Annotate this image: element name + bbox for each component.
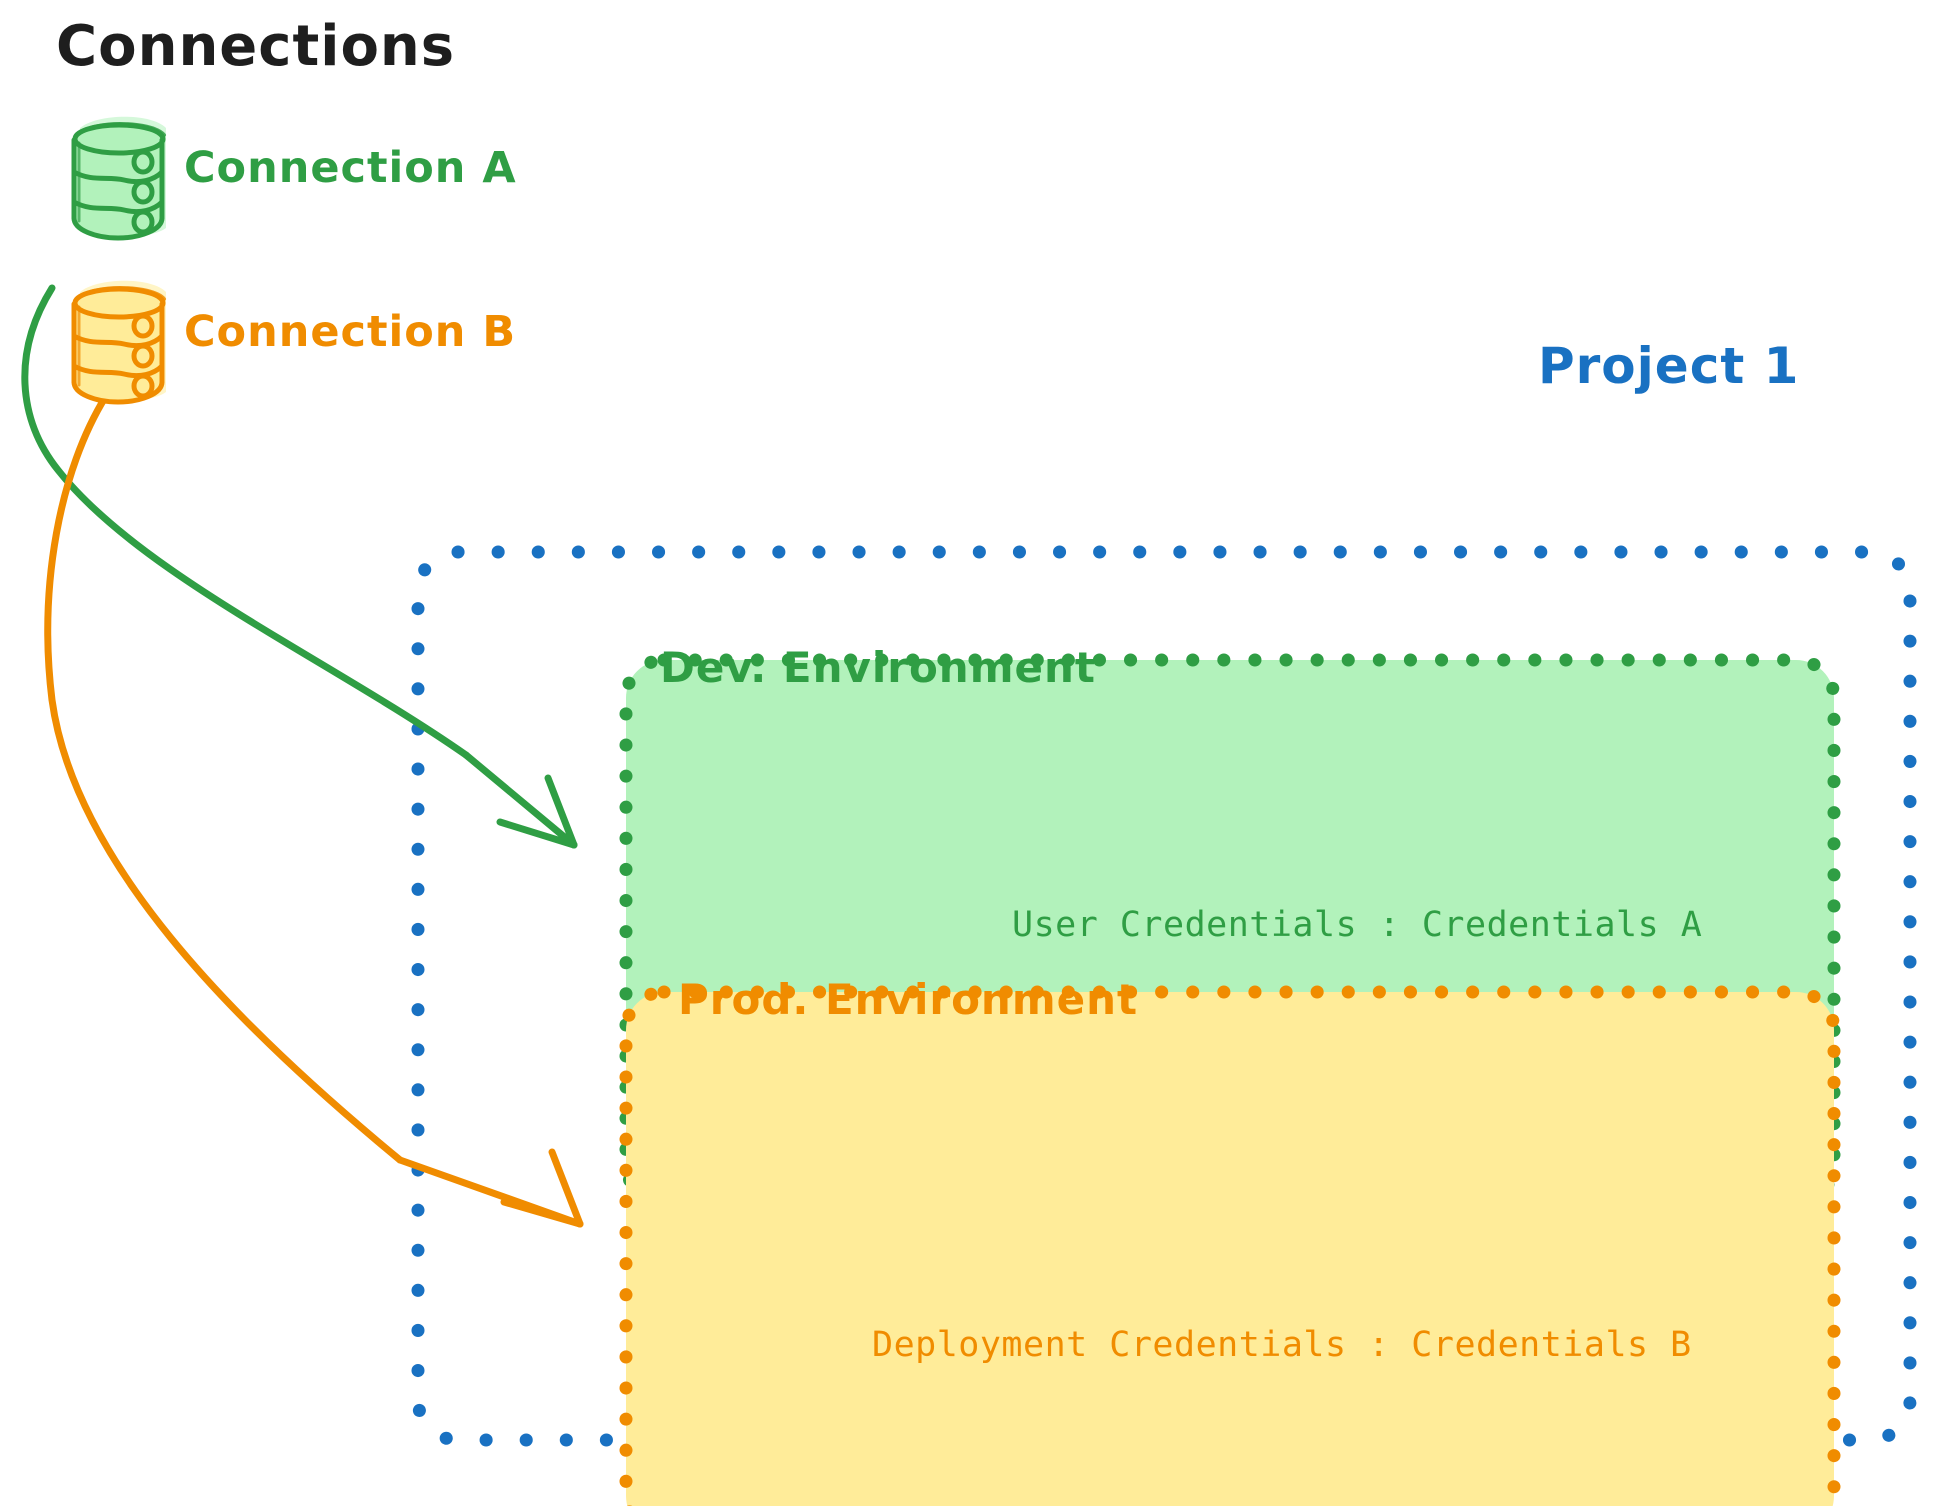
cylinder-b-bottom: [71, 379, 165, 405]
dev-environment-border: [619, 653, 1841, 1209]
cylinder-b-led-3: [131, 373, 155, 399]
prod-environment-border: [619, 985, 1841, 1506]
cylinder-a-bottom: [71, 215, 165, 241]
cylinder-a-led-2: [131, 179, 155, 205]
cylinder-a-led-1: [131, 149, 155, 175]
prod-environment-label: Prod. Environment: [678, 975, 1139, 1024]
arrow-a-head-upper: [544, 774, 578, 849]
arrow-connection-a-to-dev: [21, 284, 578, 849]
cylinder-b-band-2: [71, 363, 165, 379]
cylinder-a-band-2: [71, 199, 165, 215]
page-title: Connections: [56, 14, 456, 79]
arrow-b-curve: [44, 392, 404, 1164]
arrow-connection-b-to-prod: [44, 392, 584, 1228]
cylinder-b-top-fill: [74, 290, 162, 318]
cylinder-b-band-1: [71, 333, 165, 349]
cylinder-b-top-rim-sketch: [76, 286, 166, 301]
connection-a-label[interactable]: Connection A: [184, 143, 517, 193]
cylinder-b-led-1: [131, 313, 155, 339]
cylinder-b-led-2: [131, 343, 155, 369]
database-cylinder-icon-connection-a[interactable]: [71, 116, 166, 241]
arrow-a-curve: [21, 284, 470, 759]
prod-environment-box[interactable]: [619, 985, 1841, 1506]
prod-environment-credentials: Deployment Credentials : Credentials B: [872, 1325, 1692, 1365]
arrow-a-shaft-end: [462, 751, 578, 849]
project-1-label: Project 1: [1538, 337, 1800, 395]
cylinder-a-top-rim-sketch: [76, 122, 166, 137]
arrow-b-head-upper: [548, 1148, 584, 1228]
cylinder-a-band-1: [71, 169, 165, 185]
arrow-b-head-lower: [500, 1198, 584, 1228]
prod-environment-fill: [626, 992, 1834, 1506]
database-cylinder-icon-connection-b[interactable]: [71, 280, 166, 405]
cylinder-a-led-3: [131, 209, 155, 235]
cylinder-a-top-fill: [74, 126, 162, 154]
connection-b-label[interactable]: Connection B: [184, 307, 517, 357]
dev-environment-label: Dev. Environment: [660, 643, 1096, 692]
dev-environment-credentials: User Credentials : Credentials A: [1012, 905, 1703, 945]
arrow-a-head-lower: [496, 818, 578, 849]
